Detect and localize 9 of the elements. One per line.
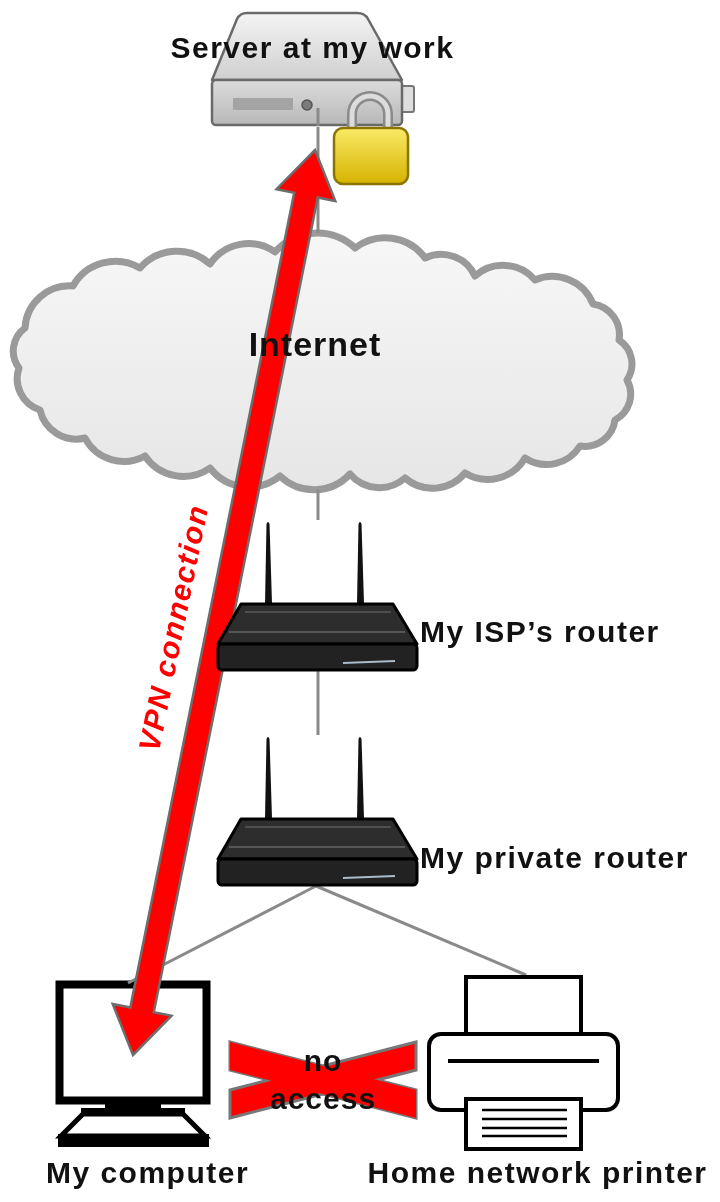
- device-label: My private router: [420, 840, 689, 876]
- device-label: My ISP’s router: [420, 614, 660, 650]
- device-label: Home network printer: [367, 1155, 708, 1191]
- connection-line: [316, 490, 320, 520]
- connection-line: [315, 884, 527, 977]
- connection-line: [316, 671, 320, 735]
- device-label: My computer: [45, 1155, 250, 1191]
- double-arrow: [110, 147, 338, 1058]
- edge-label: VPN connection: [132, 501, 216, 755]
